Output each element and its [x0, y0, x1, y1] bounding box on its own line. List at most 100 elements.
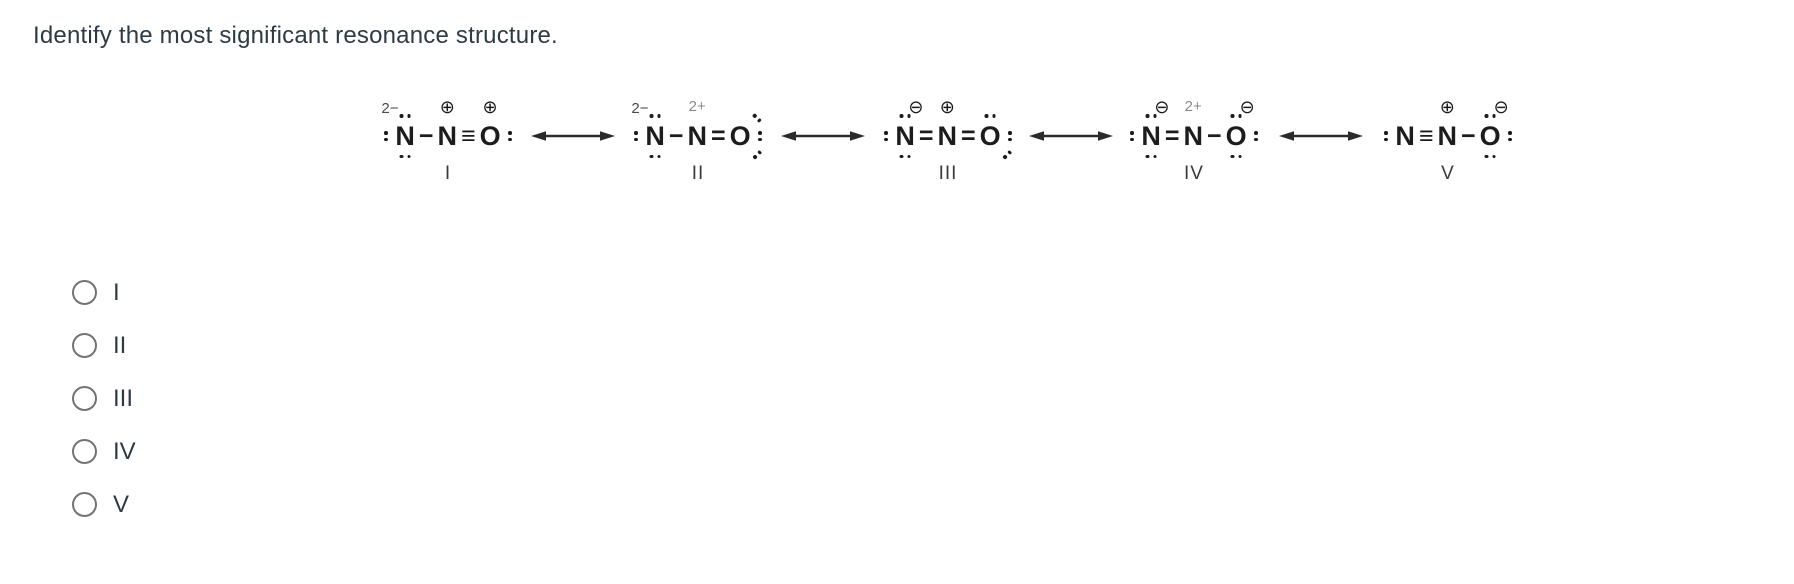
structure-numeral-label: V: [1441, 163, 1455, 184]
answer-option-V[interactable]: V: [72, 492, 136, 517]
option-label: IV: [113, 438, 136, 465]
bond-single: −: [1460, 122, 1476, 150]
answer-option-I[interactable]: I: [72, 280, 136, 305]
option-label: III: [113, 385, 134, 412]
atom-N: N⊕: [937, 97, 957, 151]
bond-double: =: [710, 122, 726, 150]
structure-numeral-label: III: [938, 163, 958, 184]
resonance-structure-V: N≡N⊕−O⊖ V: [1353, 95, 1543, 185]
lone-pair-dots: [1254, 131, 1258, 141]
lone-pair-dots: [1384, 131, 1388, 141]
lone-pair-dots: [649, 154, 661, 158]
atom-O: O: [978, 114, 1012, 160]
option-label: I: [113, 279, 120, 306]
atom-O: O⊕: [478, 98, 512, 151]
atom-N: N⊕: [437, 97, 458, 151]
lone-pair-dots: [649, 114, 661, 118]
lone-pair-dots: [1484, 154, 1496, 158]
lone-pair-dots: [1145, 114, 1157, 118]
answer-option-III[interactable]: III: [72, 386, 136, 411]
lone-pair-dots: [751, 112, 762, 123]
formal-charge-label: 2−: [631, 100, 649, 117]
lewis-formula: N⊖=N⊕=O: [853, 95, 1043, 160]
lone-pair-dots: [758, 131, 762, 141]
formal-charge-label: ⊖: [908, 97, 924, 117]
formal-charge-label: ⊕: [1439, 97, 1455, 117]
formal-charge-label: 2+: [688, 98, 706, 115]
atom-N: N⊖: [1130, 98, 1170, 158]
structure-numeral-label: I: [444, 163, 452, 184]
resonance-double-arrow-icon: [781, 129, 865, 143]
formal-charge-label: ⊖: [1154, 97, 1170, 117]
lone-pair-dots: [384, 131, 388, 141]
lone-pair-dots: [634, 131, 638, 141]
atom-O: O⊖: [1224, 98, 1258, 158]
formal-charge-label: ⊕: [939, 97, 955, 117]
lone-pair-dots: [899, 154, 911, 158]
resonance-double-arrow-icon: [531, 129, 615, 143]
formal-charge-label: ⊕: [439, 97, 455, 117]
atom-N: N⊕: [1437, 97, 1457, 151]
option-label: V: [113, 491, 130, 518]
atom-O: O⊖: [1478, 98, 1512, 158]
resonance-double-arrow-icon: [1279, 129, 1363, 143]
atom-N: N⊖: [884, 98, 924, 158]
lone-pair-dots: [508, 131, 512, 141]
lone-pair-dots: [1230, 114, 1242, 118]
lone-pair-dots: [899, 114, 911, 118]
atom-N: N: [1384, 121, 1417, 151]
formal-charge-label: ⊖: [1239, 97, 1255, 117]
lone-pair-dots: [751, 149, 762, 160]
lone-pair-dots: [399, 114, 411, 118]
bond-double: =: [1164, 122, 1180, 150]
lone-pair-dots: [1001, 149, 1012, 160]
resonance-double-arrow-icon: [1029, 129, 1113, 143]
bond-double: =: [960, 122, 976, 150]
formal-charge-label: 2−: [381, 100, 399, 117]
lewis-formula: N≡N⊕−O⊖: [1353, 95, 1543, 158]
bond-triple: ≡: [1418, 122, 1434, 150]
formal-charge-label: ⊖: [1493, 97, 1509, 117]
radio-button-V[interactable]: [72, 492, 97, 517]
lone-pair-dots: [399, 154, 411, 158]
bond-double: =: [918, 122, 934, 150]
bond-triple: ≡: [461, 122, 476, 150]
bond-single: −: [668, 122, 684, 150]
answer-option-IV[interactable]: IV: [72, 439, 136, 464]
answer-option-II[interactable]: II: [72, 333, 136, 358]
radio-button-III[interactable]: [72, 386, 97, 411]
bond-single: −: [418, 122, 434, 150]
atom-O: O: [728, 112, 762, 160]
lone-pair-dots: [1230, 154, 1242, 158]
option-label: II: [113, 332, 127, 359]
structure-numeral-label: II: [691, 163, 705, 184]
lone-pair-dots: [1145, 154, 1157, 158]
bond-single: −: [1206, 122, 1222, 150]
lone-pair-dots: [1484, 114, 1496, 118]
lone-pair-dots: [884, 131, 888, 141]
structure-numeral-label: IV: [1184, 163, 1204, 184]
question-title: Identify the most significant resonance …: [33, 22, 558, 49]
radio-button-IV[interactable]: [72, 439, 97, 464]
radio-button-II[interactable]: [72, 333, 97, 358]
formal-charge-label: ⊕: [482, 97, 498, 117]
lone-pair-dots: [1008, 131, 1012, 141]
radio-button-I[interactable]: [72, 280, 97, 305]
formal-charge-label: 2+: [1184, 98, 1202, 115]
lone-pair-dots: [1130, 131, 1134, 141]
lone-pair-dots: [984, 114, 996, 118]
